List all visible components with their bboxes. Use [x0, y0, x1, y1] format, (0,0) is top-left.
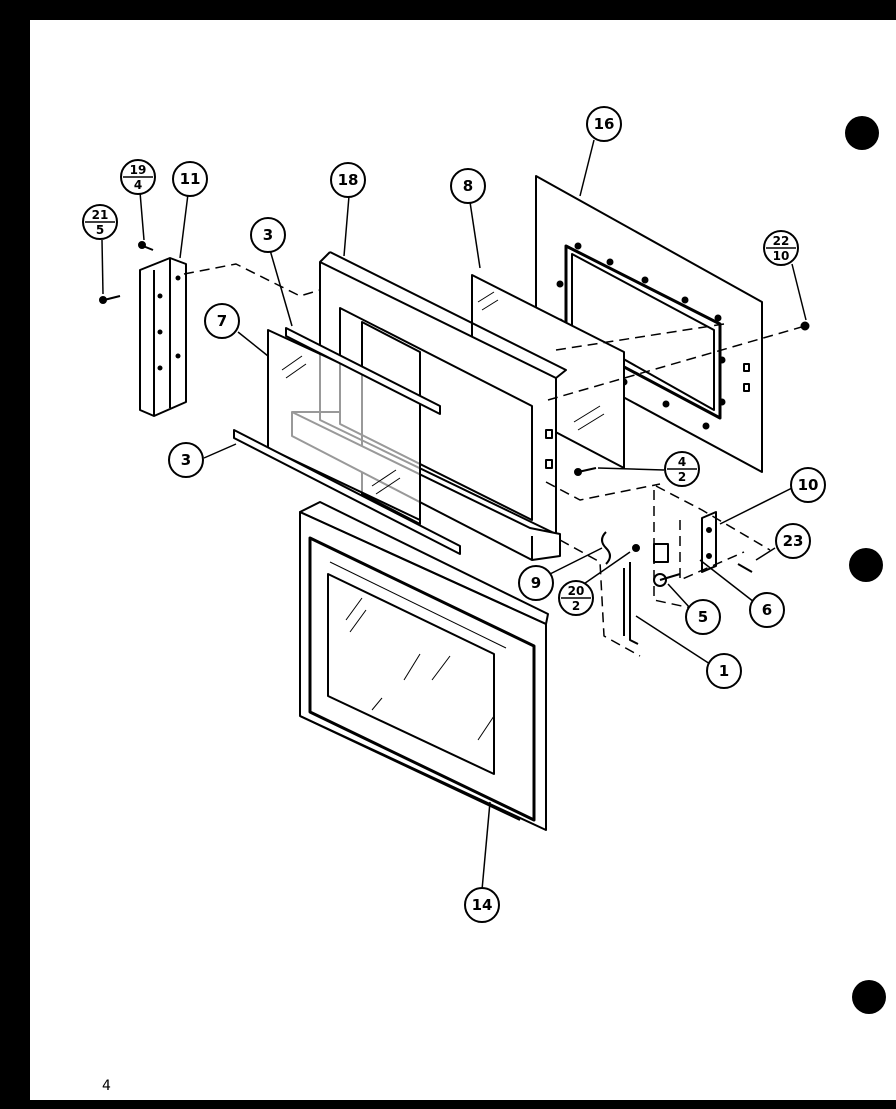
part-20-pin	[632, 544, 640, 552]
assembly-lines	[183, 263, 806, 657]
callout-4-top: 4	[678, 455, 686, 469]
fraction-bars	[85, 176, 796, 599]
callout-22-top: 22	[773, 234, 790, 248]
callout-21-top: 21	[92, 208, 109, 222]
binder-hole-top	[845, 116, 879, 150]
part-23-screw	[737, 563, 753, 573]
callout-14: 14	[472, 896, 493, 914]
callout-6: 6	[762, 601, 772, 619]
scan-border-top	[0, 0, 896, 20]
callout-7: 7	[217, 312, 227, 330]
callout-9: 9	[531, 574, 541, 592]
part-3-rail-lower	[233, 429, 461, 555]
screw-19	[138, 241, 154, 251]
part-11-hinge-bracket	[139, 257, 187, 417]
callout-8: 8	[463, 177, 473, 195]
callout-16: 16	[594, 115, 615, 133]
callout-20-bottom: 2	[572, 599, 580, 613]
part-16-back-panel	[535, 175, 763, 473]
callout-3-lower: 3	[181, 451, 191, 469]
part-1-latch-arm	[623, 562, 639, 645]
part-14-outer-door	[299, 501, 549, 831]
callout-5: 5	[698, 608, 708, 626]
part-9-spring	[601, 531, 611, 565]
screw-21	[99, 295, 121, 304]
screw-4	[574, 467, 597, 476]
callout-10: 10	[798, 476, 819, 494]
page-number: 4	[102, 1078, 111, 1094]
part-3-rail-upper	[285, 327, 441, 415]
callout-20-top: 20	[568, 584, 585, 598]
part-5-latch	[653, 543, 681, 587]
binder-hole-bottom	[852, 980, 886, 1014]
callout-21-bottom: 5	[96, 223, 104, 237]
scan-border-left	[0, 0, 30, 1109]
callout-1: 1	[719, 662, 729, 680]
screw-22	[800, 321, 810, 331]
scan-border-bottom	[0, 1100, 896, 1109]
leader-lines	[101, 139, 807, 891]
callout-4-bottom: 2	[678, 470, 686, 484]
callout-19-bottom: 4	[134, 178, 142, 192]
binder-hole-middle	[849, 548, 883, 582]
part-10-latch-plate	[701, 511, 717, 573]
callout-22-bottom: 10	[773, 249, 790, 263]
callout-23: 23	[783, 532, 804, 550]
callout-3-upper: 3	[263, 226, 273, 244]
callout-19-top: 19	[130, 163, 147, 177]
callout-11: 11	[180, 170, 201, 188]
callout-18: 18	[338, 171, 359, 189]
